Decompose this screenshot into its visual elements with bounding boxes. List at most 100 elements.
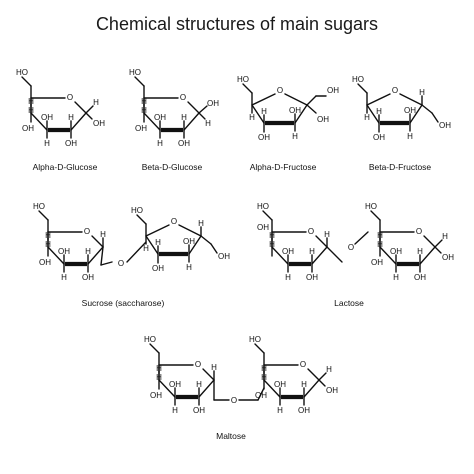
ring-bond <box>379 231 415 248</box>
hydroxyl-label: OH <box>289 106 301 115</box>
hydrogen-label: H <box>269 231 275 240</box>
ring-bond <box>202 368 215 381</box>
oxygen-label: O <box>180 93 186 102</box>
ring-bond <box>284 93 308 106</box>
hydroxyl-label: OH <box>257 223 269 232</box>
hydrogen-label: H <box>211 363 217 372</box>
hydroxyl-label: OH <box>390 247 402 256</box>
bond <box>370 210 381 221</box>
oxygen-label: O <box>300 360 306 369</box>
hydrogen-label: H <box>156 364 162 373</box>
hydrogen-label: H <box>100 230 106 239</box>
ring-bond <box>47 231 83 248</box>
hydroxyl-label: OH <box>154 113 166 122</box>
caption-alpha-d-fructose: Alpha-D-Fructose <box>250 162 317 172</box>
hydrogen-label: H <box>377 231 383 240</box>
hydroxyl-label: OH <box>317 115 329 124</box>
ring-bond <box>379 246 397 265</box>
bond <box>21 76 32 87</box>
hydrogen-label: H <box>249 113 255 122</box>
bond <box>38 210 49 221</box>
hydroxyl-label: OH <box>274 380 286 389</box>
ring-bond <box>30 97 66 114</box>
hydroxyl-label: OH <box>41 113 53 122</box>
hydrogen-label: H <box>285 273 291 282</box>
ring-bond <box>294 104 308 124</box>
oxygen-label: O <box>308 227 314 236</box>
hydroxyl-label: OH <box>178 139 190 148</box>
ring-bond <box>183 112 200 131</box>
ring-bond <box>198 379 215 398</box>
hydrogen-label: H <box>393 273 399 282</box>
hydroxyl-label: OH <box>82 273 94 282</box>
ring-bond <box>188 235 202 255</box>
bond <box>257 387 265 401</box>
bond <box>85 105 94 114</box>
bond <box>318 372 327 381</box>
hydrogen-label: H <box>141 97 147 106</box>
ring-bond <box>158 364 194 381</box>
ring-bond <box>271 246 289 265</box>
ring-bond <box>143 97 179 114</box>
ring-bond <box>263 364 299 381</box>
hydroxyl-label: OH <box>404 106 416 115</box>
bond <box>318 379 326 387</box>
oxygen-label: O <box>67 93 73 102</box>
hydrogen-label: H <box>85 247 91 256</box>
hydrogen-label: H <box>364 113 370 122</box>
hydroxymethyl-label: HO <box>352 75 364 84</box>
hydroxyl-label: OH <box>207 99 219 108</box>
ring-bond <box>315 235 328 248</box>
bond <box>354 231 369 245</box>
hydroxyl-label: OH <box>326 386 338 395</box>
bond <box>242 83 253 94</box>
hydroxyl-label: OH <box>65 139 77 148</box>
hydroxyl-label: OH <box>327 86 339 95</box>
hydroxymethyl-label: HO <box>365 202 377 211</box>
ring-bond <box>311 246 328 265</box>
ring-bond <box>91 235 104 248</box>
hydrogen-label: H <box>28 97 34 106</box>
bond <box>210 243 218 254</box>
bond <box>434 239 443 248</box>
oxygen-label: O <box>171 217 177 226</box>
hydrogen-label: H <box>44 139 50 148</box>
hydroxyl-label: OH <box>414 273 426 282</box>
hydroxyl-label: OH <box>371 258 383 267</box>
ring-bond <box>399 93 423 106</box>
hydroxyl-label: OH <box>135 124 147 133</box>
hydroxyl-label: OH <box>442 253 454 262</box>
hydroxyl-label: OH <box>150 391 162 400</box>
hydroxyl-label: OH <box>439 121 451 130</box>
hydroxymethyl-label: HO <box>131 206 143 215</box>
hydrogen-label: H <box>157 139 163 148</box>
bond <box>100 261 113 266</box>
oxygen-label: O <box>392 86 398 95</box>
ring-bond <box>307 368 320 381</box>
hydroxymethyl-label: HO <box>33 202 45 211</box>
hydrogen-label: H <box>442 232 448 241</box>
ring-bond <box>419 246 436 265</box>
bond <box>357 83 368 94</box>
hydroxyl-label: OH <box>373 133 385 142</box>
bond <box>306 95 317 106</box>
molecule-captions: Alpha-D-Glucose Beta-D-Glucose Alpha-D-F… <box>33 162 432 441</box>
hydrogen-label: H <box>326 365 332 374</box>
hydroxyl-label: OH <box>258 133 270 142</box>
hydroxymethyl-label: HO <box>237 75 249 84</box>
ring-bond <box>178 224 202 237</box>
diagram-title: Chemical structures of main sugars <box>95 14 379 34</box>
ring-bond <box>143 112 161 131</box>
bond <box>198 105 208 114</box>
hydroxyl-label: OH <box>306 273 318 282</box>
hydrogen-label: H <box>292 132 298 141</box>
hydrogen-label: H <box>155 238 161 247</box>
hydroxymethyl-label: HO <box>257 202 269 211</box>
ring-bond <box>263 379 281 398</box>
hydroxymethyl-label: HO <box>129 68 141 77</box>
